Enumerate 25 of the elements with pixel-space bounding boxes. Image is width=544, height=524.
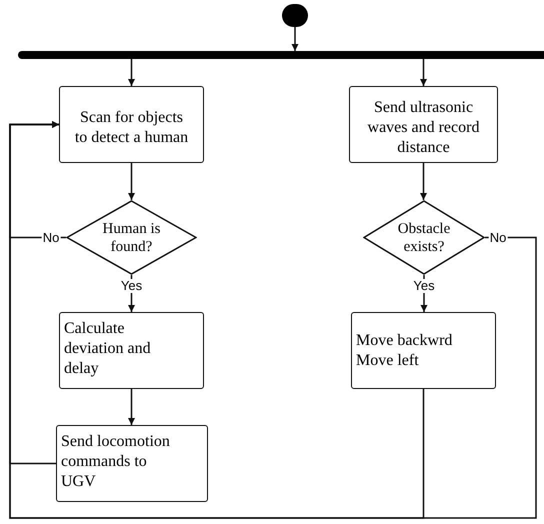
arrow bbox=[9, 121, 424, 519]
edge-label: Yes bbox=[412, 279, 436, 293]
edge-label: No bbox=[488, 230, 508, 244]
box-text: Scan for objects to detect a human bbox=[74, 108, 189, 148]
edge-label: Yes bbox=[120, 279, 144, 293]
process-box bbox=[59, 312, 204, 389]
process-box bbox=[351, 312, 496, 389]
edge-label: No bbox=[42, 230, 60, 244]
decision-text: Human is found? bbox=[102, 220, 162, 256]
process-box bbox=[59, 86, 204, 163]
box-text: Calculate deviation and delay bbox=[64, 319, 152, 379]
start-node bbox=[282, 4, 308, 27]
box-text: Move backwrd Move left bbox=[356, 331, 454, 371]
arrow bbox=[292, 27, 298, 51]
arrow bbox=[128, 389, 135, 425]
arrow bbox=[128, 59, 135, 86]
arrow bbox=[128, 163, 135, 200]
fork-bar bbox=[18, 51, 544, 59]
box-text: Send locomotion commands to UGV bbox=[61, 432, 171, 492]
box-text: Send ultrasonic waves and record distance bbox=[366, 98, 480, 158]
arrow bbox=[420, 163, 427, 200]
process-box bbox=[349, 86, 498, 163]
arrow bbox=[420, 59, 427, 86]
process-box bbox=[56, 425, 208, 502]
decision-text: Obstacle exists? bbox=[396, 220, 452, 256]
